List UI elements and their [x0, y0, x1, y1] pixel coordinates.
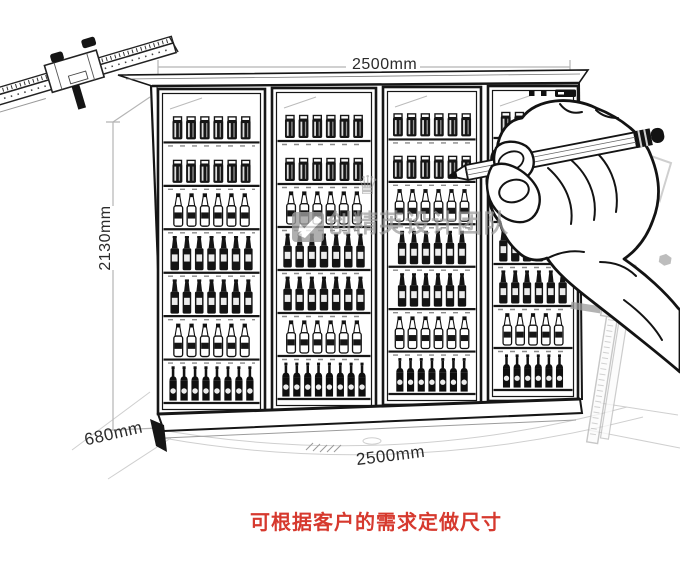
vernier-caliper-icon — [0, 35, 179, 124]
indicator-light-icon — [529, 90, 535, 96]
cooler-door — [156, 87, 267, 416]
hand-with-pencil-icon — [448, 99, 680, 374]
dimension-height: 2130mm — [97, 205, 114, 271]
control-panel — [529, 89, 576, 97]
crown-icon: ♛ — [356, 170, 380, 200]
watermark-text: 创精英设计团队 — [327, 210, 510, 238]
thumbnail — [498, 178, 530, 204]
cooler-door — [381, 85, 483, 407]
indicator-light-icon — [541, 90, 547, 96]
temperature-display-icon — [555, 89, 576, 97]
caliper-knob-icon — [50, 51, 64, 63]
watermark-logo — [292, 212, 324, 242]
customization-note: 可根据客户的需求定做尺寸 — [250, 512, 502, 534]
caliper-jaw-icon — [71, 84, 87, 110]
caliper-knob-icon — [81, 36, 97, 49]
cooler-door — [270, 86, 378, 412]
dimension-width-top: 2500mm — [352, 56, 418, 73]
cooler-base — [150, 397, 584, 452]
